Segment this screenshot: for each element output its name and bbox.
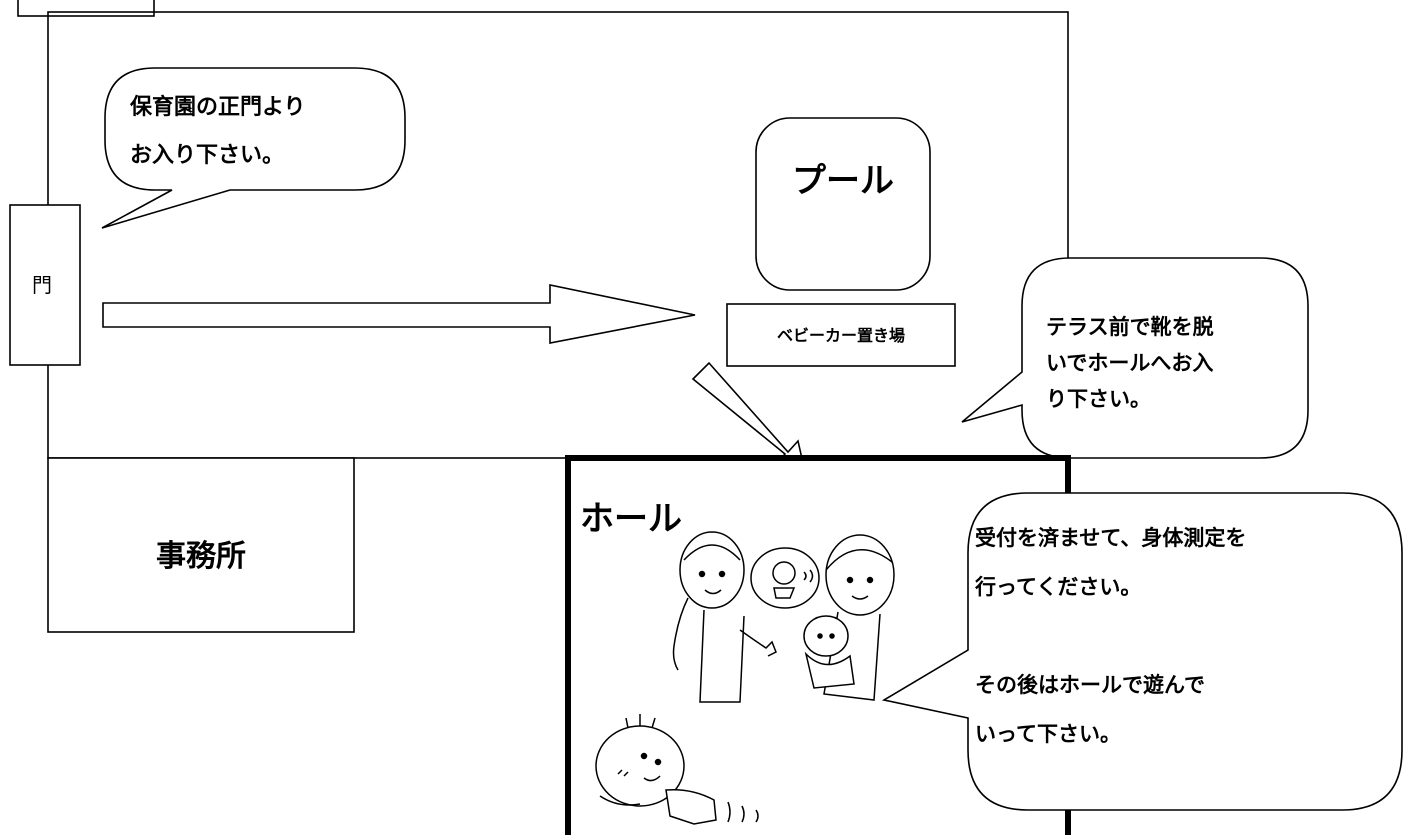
corner-tab <box>17 0 155 17</box>
office: 事務所 <box>47 457 355 633</box>
caregivers-illustration <box>672 531 895 703</box>
gate: 門 <box>9 204 81 366</box>
entrance-bubble-line-1: 保育園の正門より <box>129 94 306 120</box>
hall-bubble-line-5: いって下さい。 <box>975 722 1121 746</box>
gate-label: 門 <box>32 273 52 297</box>
pool: プール <box>755 117 931 291</box>
stroller-area-label: ベビーカー置き場 <box>777 326 905 345</box>
hall-bubble-line-1: 受付を済ませて、身体測定を <box>975 526 1246 550</box>
path-arrow-right <box>102 284 696 344</box>
hall-label: ホール <box>580 499 682 539</box>
terrace-bubble-line-1: テラス前で靴を脱 <box>1046 315 1214 339</box>
pool-label: プール <box>792 161 894 201</box>
hall-bubble-line-4: その後はホールで遊んで <box>975 673 1205 697</box>
terrace-bubble-line-2: いでホールへお入 <box>1046 351 1213 375</box>
terrace-bubble-line-3: り下さい。 <box>1046 387 1151 411</box>
stroller-area: ベビーカー置き場 <box>726 303 956 367</box>
svg-text:保育園の正門より お入り下さい。: 保育園の正門より お入り下さい。 <box>129 94 313 168</box>
hall-bubble-line-2: 行ってください。 <box>974 575 1141 599</box>
hall-bubble: 受付を済ませて、身体測定を 行ってください。 その後はホールで遊んで いって下さ… <box>881 492 1403 811</box>
entrance-bubble: 保育園の正門より お入り下さい。 <box>101 67 406 229</box>
terrace-bubble: テラス前で靴を脱 いでホールへお入 り下さい。 <box>961 257 1309 459</box>
crawling-baby-illustration <box>595 714 759 825</box>
entrance-bubble-line-2: お入り下さい。 <box>130 143 284 168</box>
svg-text:テラス前で靴を脱 いでホールへお入: テラス前で靴を脱 いでホールへお入 り下さい。 <box>1046 315 1221 411</box>
office-label: 事務所 <box>156 539 246 574</box>
svg-text:受付を済ませて、身体測定を 行ってください。: 受付を済ませて、身体測定を 行ってください。 その後はホールで遊んで いって下さ… <box>974 526 1254 746</box>
